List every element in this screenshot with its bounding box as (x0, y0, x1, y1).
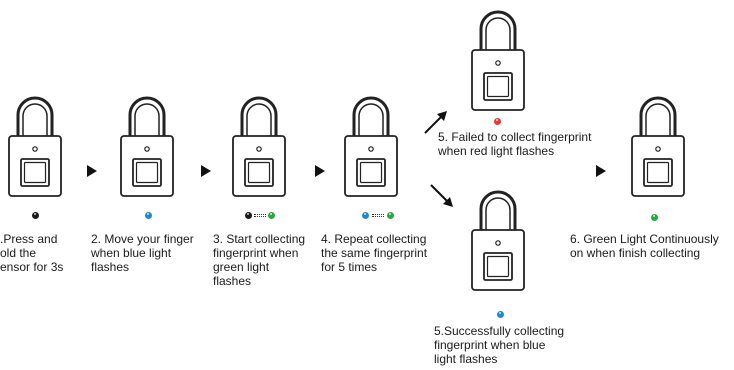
padlock-icon (628, 92, 688, 202)
green-light-icon (268, 212, 275, 219)
green-light-icon (651, 214, 658, 221)
step-2-label: 2. Move your finger when blue light flas… (91, 232, 194, 274)
padlock-icon (468, 6, 528, 116)
next-step-arrow-icon (201, 165, 211, 177)
step-5-success-label: 5.Successfully collecting fingerprint wh… (434, 324, 565, 366)
padlock-icon (117, 92, 177, 202)
blue-light-icon (145, 212, 152, 219)
black-light-icon (32, 212, 39, 219)
transition-icon (254, 214, 266, 217)
green-light-icon (387, 212, 394, 219)
step-5-failed-label: 5. Failed to collect fingerprint when re… (438, 130, 592, 158)
red-light-icon (494, 118, 501, 125)
next-step-arrow-icon (596, 165, 606, 177)
blue-light-icon (362, 212, 369, 219)
transition-icon (372, 214, 384, 217)
padlock-icon (341, 92, 401, 202)
step-6-label: 6. Green Light Continuously on when fini… (570, 232, 719, 260)
arrow-up-right-icon (424, 111, 447, 134)
black-light-icon (245, 212, 252, 219)
step-4-label: 4. Repeat collecting the same fingerprin… (321, 232, 428, 274)
blue-light-icon (497, 311, 504, 318)
step-3-label: 3. Start collecting fingerprint when gre… (213, 232, 306, 288)
next-step-arrow-icon (87, 165, 97, 177)
next-step-arrow-icon (315, 165, 325, 177)
arrow-down-right-icon (430, 184, 453, 207)
padlock-icon (468, 186, 528, 296)
padlock-icon (5, 92, 65, 202)
step-1-label: .Press and old the ensor for 3s (0, 232, 64, 274)
padlock-icon (229, 92, 289, 202)
